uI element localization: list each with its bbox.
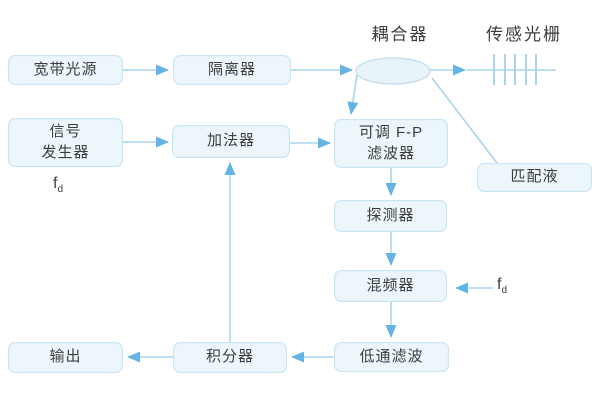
node-lowpass-filter: 低通滤波 [334, 342, 449, 372]
node-integrator: 积分器 [173, 342, 287, 373]
fd-base: f [53, 175, 58, 192]
arrow-coupler-to-fp-filter [347, 74, 359, 115]
coupler-ellipse [355, 57, 431, 85]
node-broadband-source: 宽带光源 [8, 55, 123, 85]
node-mixer: 混频器 [334, 270, 447, 302]
node-detector: 探测器 [334, 200, 447, 232]
node-isolator: 隔离器 [173, 55, 291, 85]
label-fd-mixer-input: fd [497, 276, 507, 296]
label-sensing-grating: 传感光栅 [486, 25, 562, 44]
label-coupler: 耦合器 [371, 25, 429, 44]
fd-base: f [497, 276, 502, 293]
fd-subscript: d [57, 184, 64, 196]
node-matching-liquid: 匹配液 [477, 163, 592, 192]
node-tunable-fp-filter: 可调 F-P 滤波器 [334, 119, 448, 168]
fd-subscript: d [501, 285, 508, 297]
node-adder: 加法器 [172, 125, 290, 158]
node-output: 输出 [8, 342, 123, 373]
label-fd-signal-generator: fd [53, 175, 63, 195]
node-signal-generator: 信号 发生器 [8, 118, 123, 167]
